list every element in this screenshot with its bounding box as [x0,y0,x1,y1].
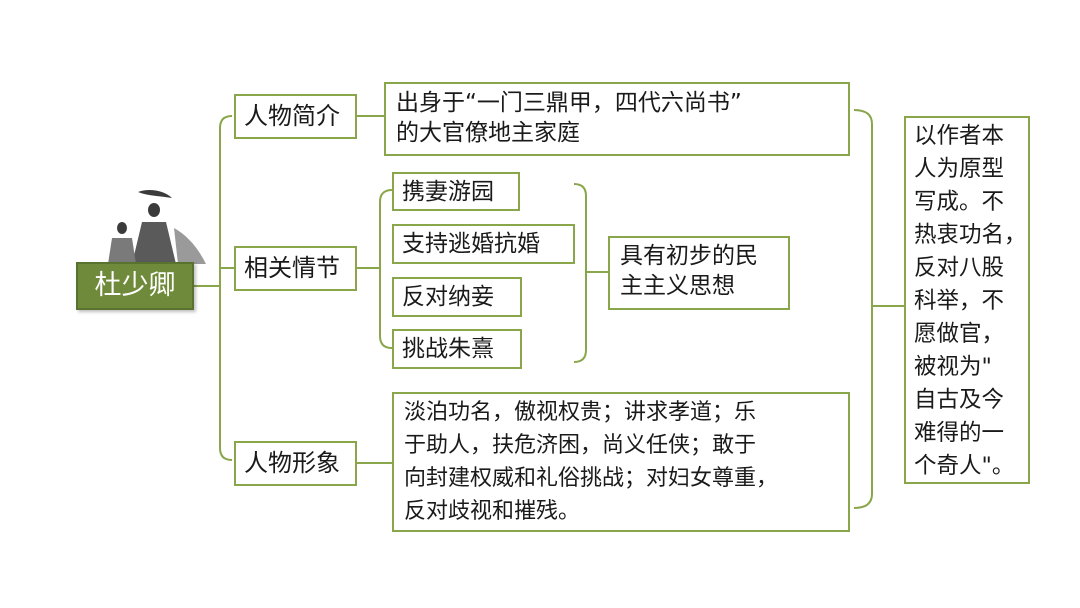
conclusion-line: 以作者本 [914,123,1005,149]
image-text-line: 淡泊功名，傲视权贵；讲求孝道；乐 [404,400,757,425]
conclusion-line: 自古及今 [914,387,1005,413]
plot-item: 支持逃婚抗婚 [392,224,575,264]
root-node: 杜少卿 [76,262,194,310]
image-text-line: 向封建权威和礼俗挑战；对妇女尊重， [404,466,779,491]
image-text-line: 反对歧视和摧残。 [404,499,581,524]
plot-item: 反对纳妾 [392,277,522,317]
conclusion-line: 难得的一 [914,420,1005,446]
branch-plots-label: 相关情节 [234,246,357,291]
conclusion-line: 被视为" [914,354,992,380]
conclusion-line: 人为原型 [914,156,1005,182]
conclusion-box: 以作者本 人为原型 写成。不 热衷功名， 反对八股 科举，不 愿做官， 被视为"… [904,116,1030,484]
profile-text-box: 出身于“一门三鼎甲，四代六尚书” 的大官僚地主家庭 [384,82,850,156]
illustration-figures [108,190,206,264]
conclusion-line: 写成。不 [914,189,1005,215]
plot-summary-box: 具有初步的民 主主义思想 [608,236,790,310]
plot-summary-line: 主主义思想 [620,273,735,299]
conclusion-line: 反对八股 [914,255,1005,281]
plot-summary-line: 具有初步的民 [620,243,758,269]
conclusion-line: 个奇人"。 [914,453,1015,479]
conclusion-line: 热衷功名， [914,222,1027,248]
profile-text-line: 出身于“一门三鼎甲，四代六尚书” [396,90,742,116]
branch-image-label: 人物形象 [234,441,357,486]
profile-text-line: 的大官僚地主家庭 [396,120,580,146]
branch-profile-label: 人物简介 [234,94,357,139]
image-text-line: 于助人，扶危济困，尚义任侠；敢于 [404,433,757,458]
conclusion-line: 愿做官， [914,321,1005,347]
image-text-box: 淡泊功名，傲视权贵；讲求孝道；乐 于助人，扶危济困，尚义任侠；敢于 向封建权威和… [392,392,850,532]
plot-item: 挑战朱熹 [392,329,522,369]
plot-item: 携妻游园 [392,172,520,211]
conclusion-line: 科举，不 [914,288,1005,314]
